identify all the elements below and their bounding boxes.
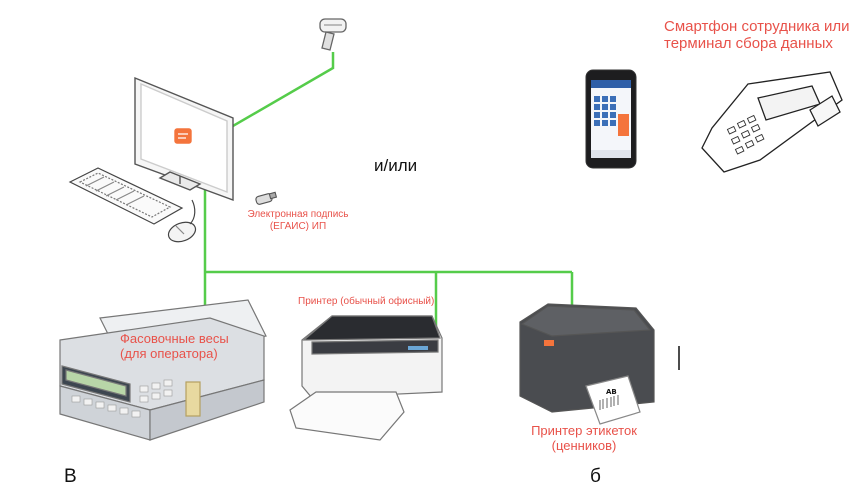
mouse-icon [167,199,197,243]
smartphone-icon [585,69,637,169]
usb-token-icon [255,191,278,205]
label-roll-text: AB [606,388,617,396]
monitor-icon [134,76,234,202]
connection-lines [203,52,574,330]
label-label-printer: Принтер этикеток (ценников) [531,423,637,453]
bottom-text-fragment-right: б [590,466,601,487]
label-smartphone-terminal: Смартфон сотрудника или терминал сбора д… [664,18,850,53]
data-terminal-icon [701,71,843,173]
label-office-printer: Принтер (обычный офисный) [298,296,435,307]
barcode-scanner-icon [319,18,347,51]
scanner-to-monitor-line [225,52,335,132]
keyboard-icon [68,167,184,225]
label-and-or: и/или [374,156,418,175]
bottom-text-fragment-left: В [64,466,77,487]
label-e-signature: Электронная подпись (ЕГАИС) ИП [247,209,349,232]
label-scales: Фасовочные весы (для оператора) [120,331,229,361]
office-printer-icon [289,315,443,441]
scales-icon [59,299,267,441]
label-printer-icon: AB [519,303,655,425]
